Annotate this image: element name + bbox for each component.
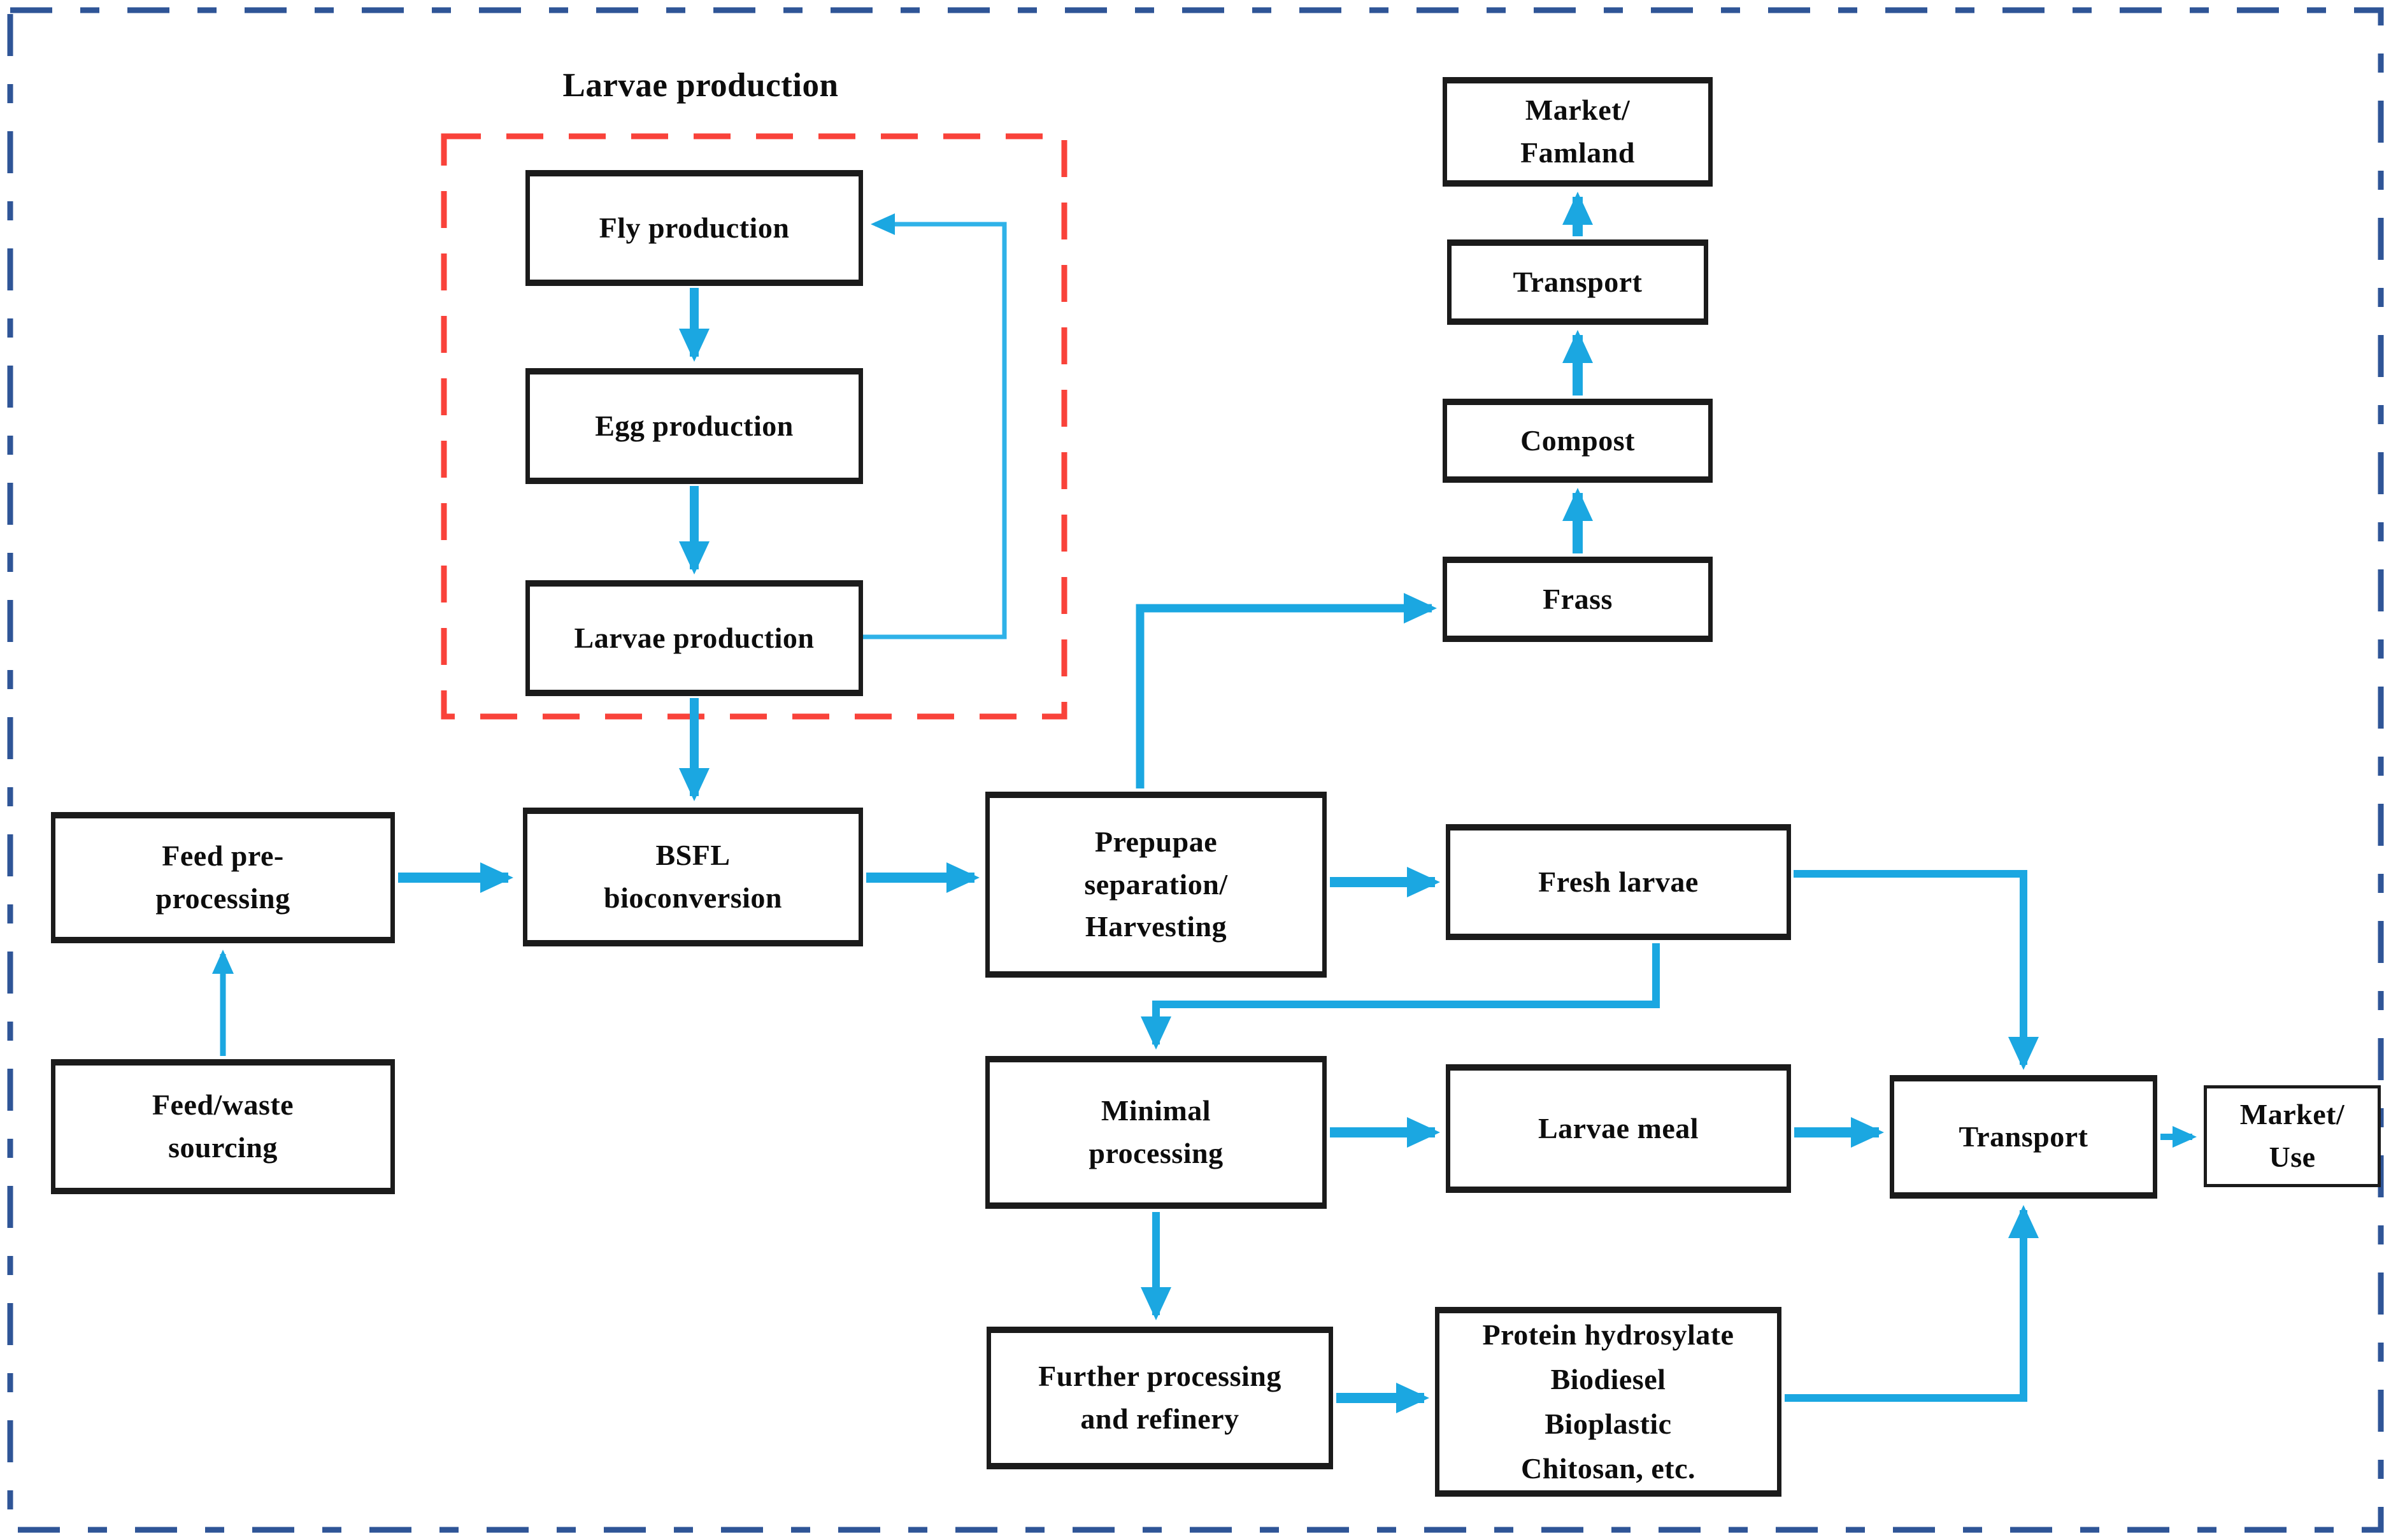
node-frass: Frass — [1443, 557, 1713, 642]
arrow-larvae-feedback-to-fly — [859, 213, 1007, 639]
arrow-freshlarvae-to-minimal — [1141, 943, 1660, 1050]
node-feed-pre-processing: Feed pre- processing — [51, 812, 395, 943]
arrow-prepupae-to-frass — [1136, 593, 1437, 788]
arrow-products-to-transport — [1785, 1205, 2039, 1402]
node-larvae-production: Larvae production — [525, 580, 863, 696]
node-fresh-larvae: Fresh larvae — [1446, 824, 1791, 940]
node-bsfl-bioconversion: BSFL bioconversion — [523, 808, 863, 946]
node-transport-products: Transport — [1890, 1075, 2157, 1199]
outer-dashed-boundary — [7, 7, 2384, 1533]
node-egg-production: Egg production — [525, 368, 863, 484]
node-further-processing: Further processing and refinery — [987, 1327, 1333, 1469]
larvae-production-group-label: Larvae production — [562, 67, 839, 104]
larvae-production-group-border — [441, 133, 1067, 720]
node-transport-compost: Transport — [1447, 239, 1708, 325]
node-refined-products: Protein hydrosylate Biodiesel Bioplastic… — [1435, 1307, 1781, 1497]
node-market-use: Market/ Use — [2204, 1085, 2381, 1187]
node-larvae-meal: Larvae meal — [1446, 1064, 1791, 1193]
node-compost: Compost — [1443, 399, 1713, 483]
node-prepupae-separation: Prepupae separation/ Harvesting — [985, 792, 1327, 978]
node-fly-production: Fly production — [525, 170, 863, 286]
arrow-freshlarvae-to-transport — [1794, 870, 2039, 1070]
node-minimal-processing: Minimal processing — [985, 1056, 1327, 1209]
node-feed-waste-sourcing: Feed/waste sourcing — [51, 1059, 395, 1194]
node-market-farmland: Market/ Famland — [1443, 77, 1713, 187]
